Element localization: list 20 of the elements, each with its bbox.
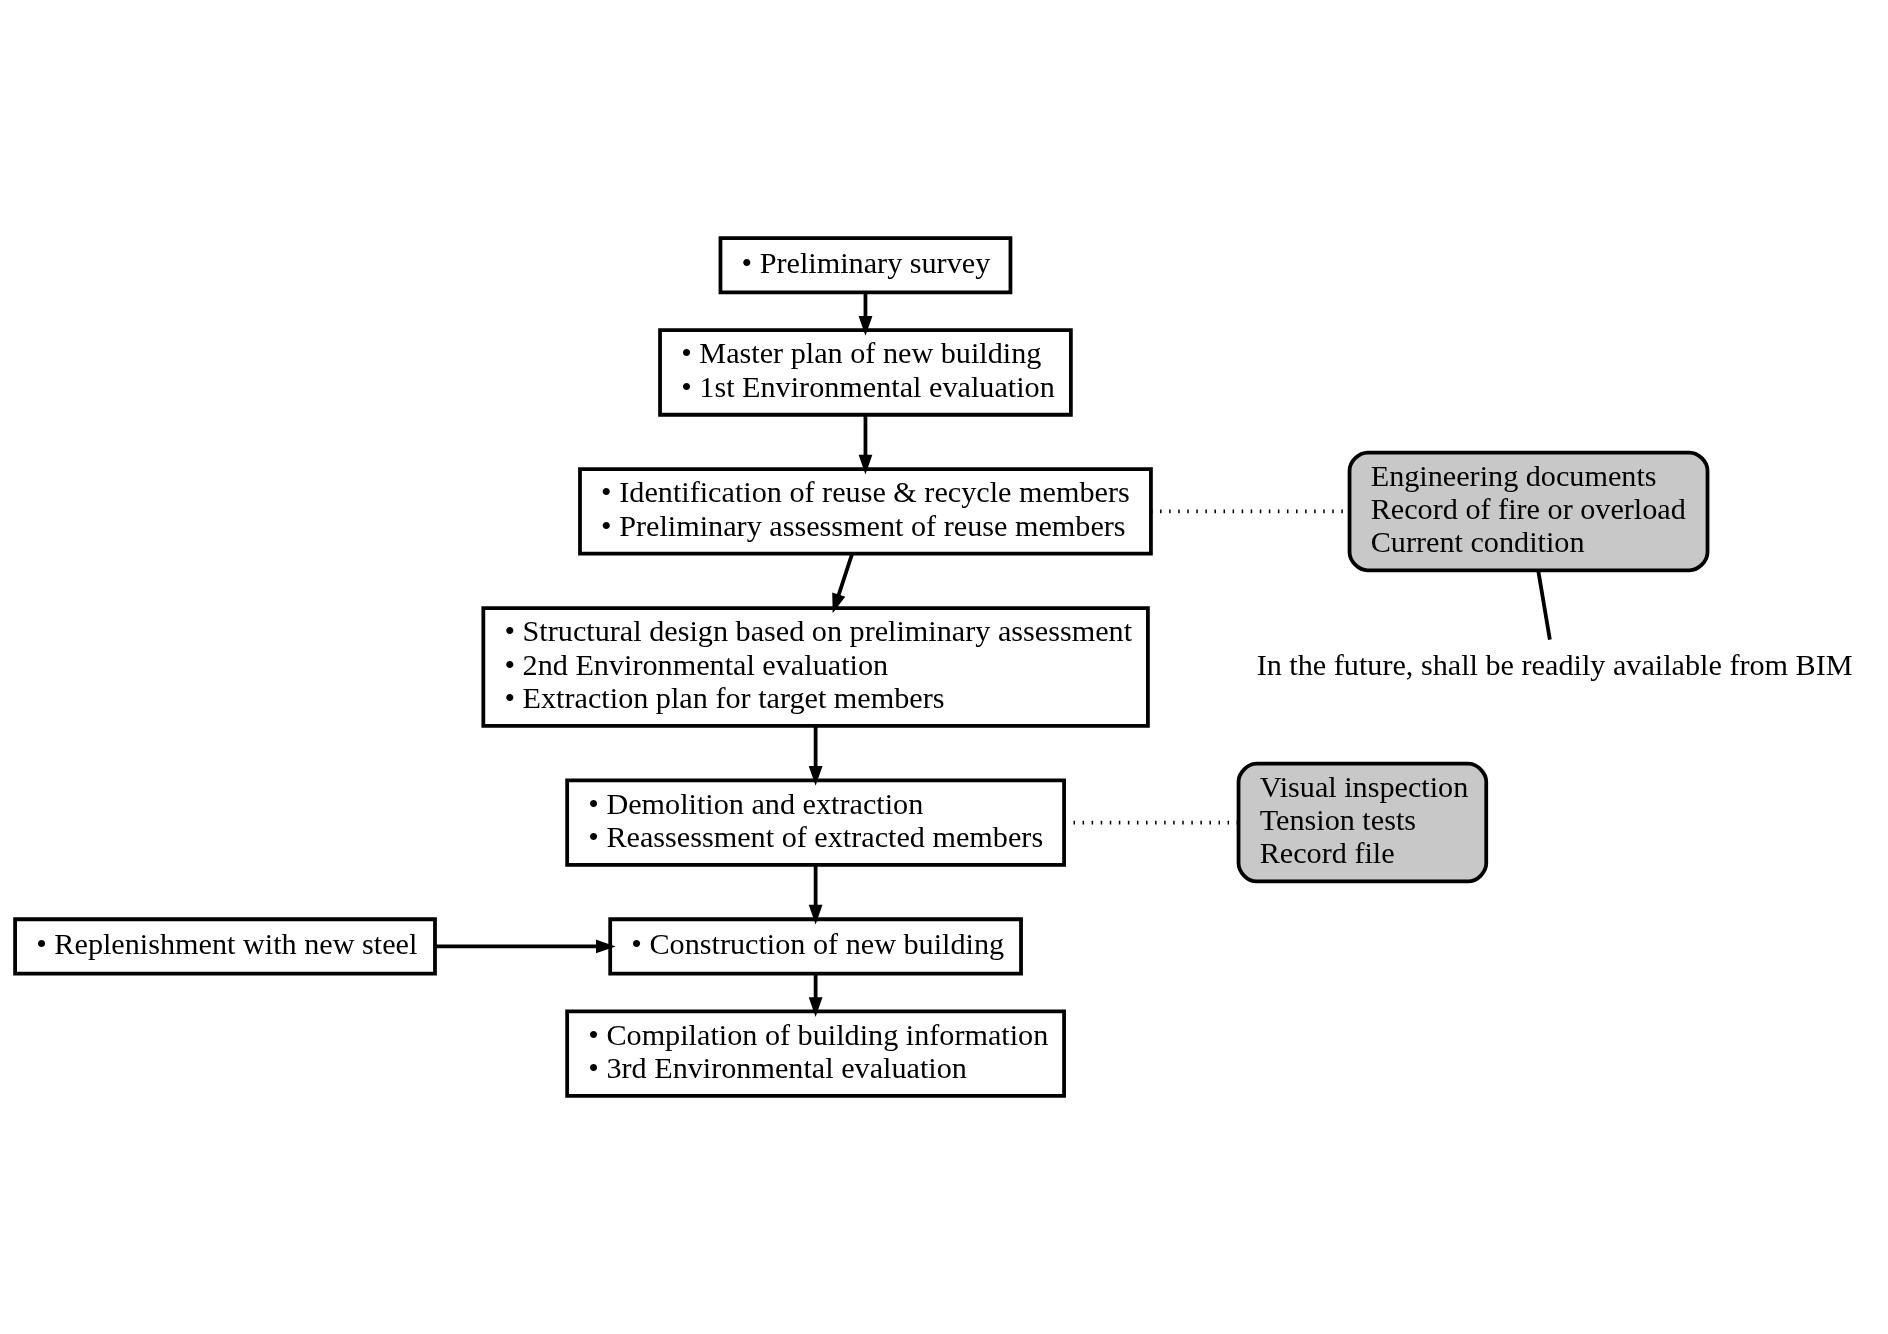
node-box: • Construction of new building [608,917,1023,976]
arrow [808,973,823,1017]
node-box: • Demolition and extraction • Reassessment of extracted members [565,778,1066,867]
node-box: Visual inspection Tension tests Record file [1236,761,1489,884]
arrow [858,292,873,336]
arrow [858,414,873,475]
node-box: • Identification of reuse & recycle members • Preliminary assessment of reuse members [578,467,1153,556]
connector [1536,570,1552,640]
node-box: • Master plan of new building • 1st Environmental evaluation [658,328,1073,417]
node-box: • Structural design based on preliminary assessment • 2nd Environmental evaluation • Extraction plan for target members [481,606,1150,728]
arrow [808,865,823,925]
node-box: • Compilation of building information • 3rd Environmental evaluation [565,1009,1066,1098]
node-box: Engineering documents Record of fire or overload Current condition [1347,450,1710,573]
connector [1064,820,1239,825]
node-box: • Replenishment with new steel [13,917,437,976]
node-text: In the future, shall be readily available from BIM [1256,647,1853,682]
arrow [435,939,616,954]
arrow [808,726,823,786]
node-box: • Preliminary survey [718,236,1013,295]
arrow [832,553,854,614]
